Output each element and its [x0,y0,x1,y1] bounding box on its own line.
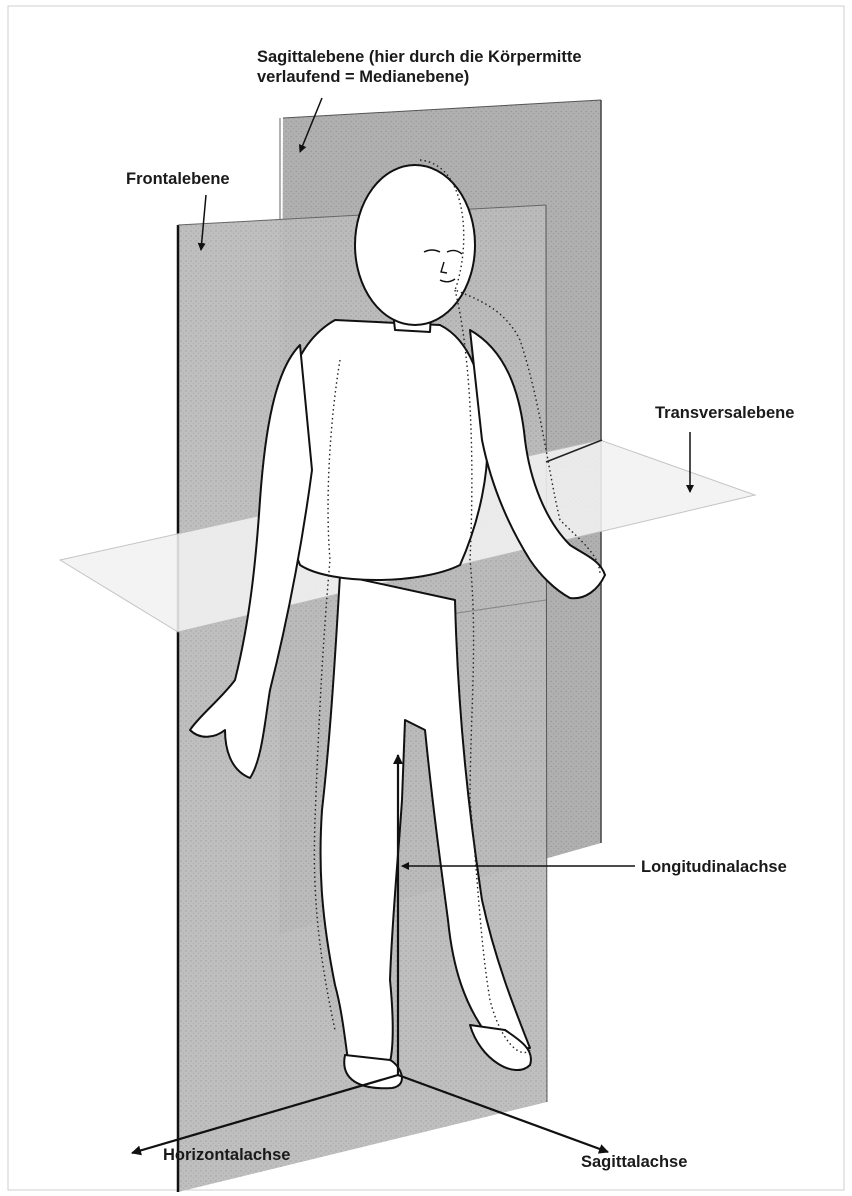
transversal-plane-label: Transversalebene [655,404,794,422]
sagittal-plane-label-line2: verlaufend = Medianebene) [257,68,469,86]
longitudinal-axis-label: Longitudinalachse [641,858,787,876]
sagittal-axis-label: Sagittalachse [581,1153,687,1171]
frontal-plane-label: Frontalebene [126,170,230,188]
horizontal-axis-label: Horizontalachse [163,1146,290,1164]
sagittal-plane-label-line1: Sagittalebene (hier durch die Körpermitt… [257,48,582,66]
